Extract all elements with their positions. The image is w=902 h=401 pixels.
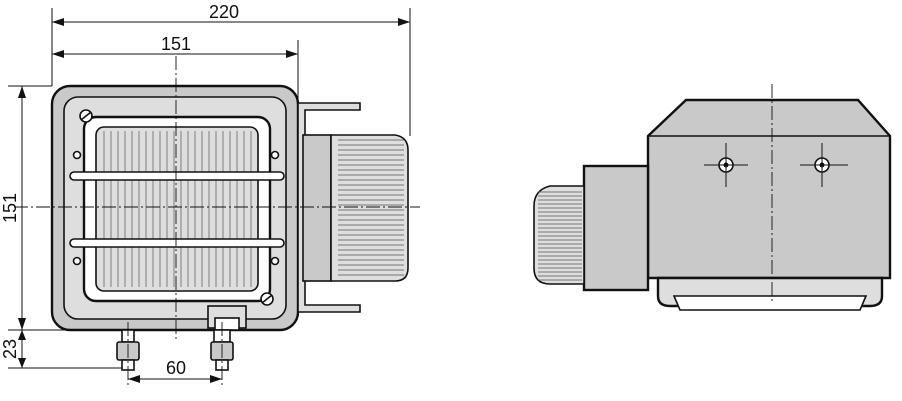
rivet-right-top bbox=[270, 150, 280, 160]
dimension-bolt-spacing: 60 bbox=[128, 358, 222, 383]
bolt-right bbox=[207, 305, 247, 371]
mount-hole-left bbox=[704, 143, 748, 187]
mount-hole-right bbox=[800, 143, 848, 187]
label-housing-height: 151 bbox=[0, 193, 20, 223]
lens-ribs bbox=[103, 131, 252, 287]
label-overall-width: 220 bbox=[209, 2, 239, 22]
side-knurled-cap bbox=[533, 185, 585, 285]
dimension-bolt-projection: 23 bbox=[0, 330, 122, 369]
side-body bbox=[646, 98, 892, 280]
lens bbox=[95, 126, 259, 292]
dimension-housing-width: 151 bbox=[52, 34, 299, 102]
rear-knurled-cap bbox=[330, 134, 409, 282]
dimension-housing-height: 151 bbox=[0, 85, 122, 331]
side-connector-block bbox=[582, 164, 650, 292]
side-bracket bbox=[297, 102, 361, 313]
screw-top-left bbox=[79, 109, 93, 123]
side-lens bbox=[672, 295, 868, 311]
rivet-left-bottom bbox=[72, 256, 82, 266]
rivet-right-bottom bbox=[270, 256, 280, 266]
front-view: 220 151 151 23 bbox=[0, 2, 420, 386]
side-cap-knurl bbox=[538, 191, 582, 281]
screw-bottom-right bbox=[260, 292, 274, 306]
label-bolt-spacing: 60 bbox=[166, 358, 186, 378]
guard-bar-top bbox=[69, 171, 285, 181]
rear-housing-front bbox=[302, 134, 332, 282]
side-view bbox=[533, 84, 892, 311]
label-bolt-projection: 23 bbox=[0, 339, 20, 359]
dimension-overall-width: 220 bbox=[51, 2, 411, 136]
cap-knurl bbox=[338, 139, 404, 276]
label-housing-width: 151 bbox=[161, 34, 191, 54]
rivet-left-top bbox=[72, 150, 82, 160]
guard-bar-bottom bbox=[69, 238, 285, 248]
